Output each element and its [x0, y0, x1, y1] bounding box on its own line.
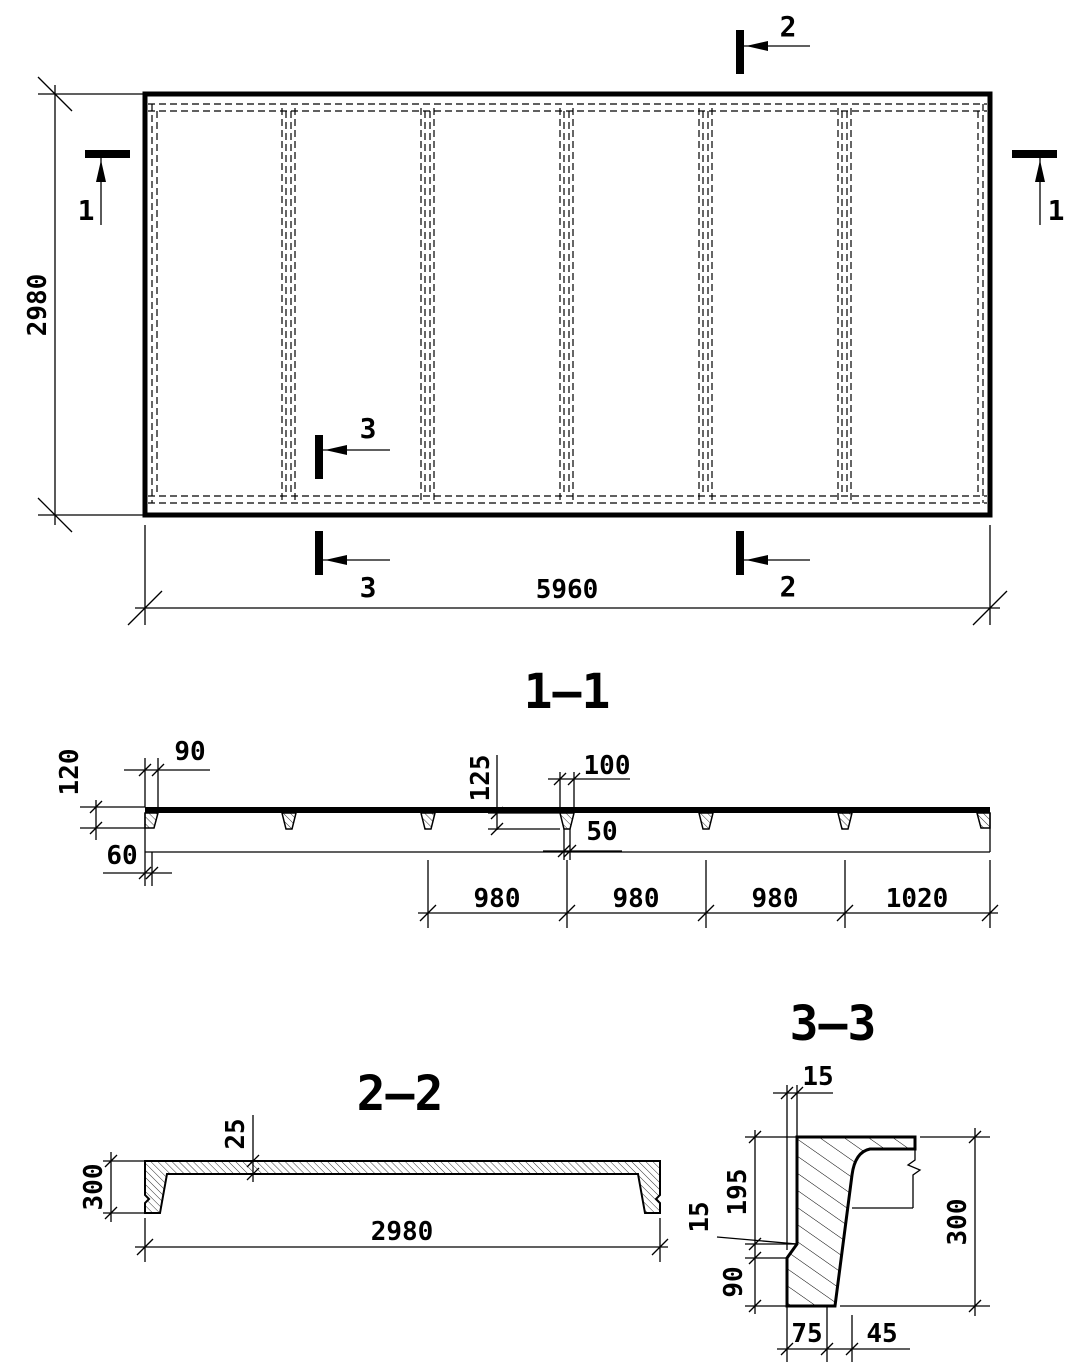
end-rib-right [976, 812, 991, 829]
cut-mark-3-bottom: 3 [315, 531, 390, 604]
dimension-label: 25 [221, 1118, 251, 1149]
plan-height-label: 2980 [23, 274, 53, 337]
section-3-3-title: 3–3 [790, 996, 877, 1052]
cut2-bottom-label: 2 [780, 570, 797, 603]
dim-3-3-90: 90 [719, 1256, 787, 1314]
dim-3-3-300: 300 [840, 1128, 990, 1316]
dimension-label: 50 [586, 817, 617, 847]
dimension-label: 980 [752, 884, 799, 914]
section-3-3-profile [785, 1135, 917, 1308]
dimension-label: 60 [106, 841, 137, 871]
dimension-label: 300 [943, 1199, 973, 1246]
plan-view: 2980 5960 1 1 2 [23, 10, 1064, 626]
dim-1-1-60: 60 [103, 841, 172, 886]
dim-1-1-spans: 980 980 980 1020 [418, 860, 999, 928]
dimension-label: 195 [723, 1169, 753, 1216]
dimension-label: 75 [791, 1319, 822, 1349]
dim-1-1-125: 125 [466, 755, 560, 836]
section-1-1-title: 1–1 [524, 664, 611, 720]
dimension-label: 125 [466, 755, 496, 802]
section-1-1-ribs [281, 812, 853, 830]
dim-plan-height: 2980 [23, 76, 145, 533]
cut3-bottom-label: 3 [360, 571, 377, 604]
dimension-label: 45 [866, 1319, 897, 1349]
plan-width-label: 5960 [536, 575, 599, 605]
dim-3-3-75-45: 75 45 [777, 1306, 910, 1362]
dim-2-2-25: 25 [221, 1115, 260, 1182]
section-1-1: 1–1 90 [55, 664, 999, 928]
rib-5 [837, 108, 852, 500]
dim-1-1-90: 90 [124, 737, 210, 813]
dimension-label: 980 [613, 884, 660, 914]
dim-1-1-100: 100 [548, 751, 630, 813]
dimension-label: 1020 [886, 884, 949, 914]
dim-2-2-2980: 2980 [135, 1217, 669, 1262]
section-2-2-profile [144, 1160, 661, 1214]
rib-2 [420, 108, 435, 500]
cut-mark-3-inner: 3 [315, 412, 390, 479]
slab-outline [142, 91, 993, 518]
dimension-label: 15 [685, 1201, 715, 1232]
transverse-ribs [281, 108, 852, 500]
dim-plan-width: 5960 [127, 525, 1008, 626]
dimension-label: 15 [802, 1062, 833, 1092]
section-2-2-title: 2–2 [357, 1066, 444, 1122]
cut1-right-label: 1 [1048, 194, 1065, 227]
cut-mark-1-right: 1 [1012, 150, 1064, 227]
end-rib-left [144, 812, 159, 829]
dimension-label: 90 [174, 737, 205, 767]
cut-mark-1-left: 1 [78, 150, 130, 227]
rib-1 [281, 108, 296, 500]
section-2-2: 2–2 25 300 2980 [79, 1066, 669, 1262]
rib-4 [698, 108, 713, 500]
dimension-label: 100 [584, 751, 631, 781]
dimension-label: 90 [719, 1266, 749, 1297]
rib-3 [559, 108, 574, 500]
section-3-3-break [906, 1149, 922, 1208]
cut1-left-label: 1 [78, 194, 95, 227]
dim-1-1-50: 50 [543, 817, 622, 860]
cut-mark-2-bottom: 2 [736, 531, 810, 603]
dimension-label: 980 [474, 884, 521, 914]
cut3-inner-label: 3 [360, 412, 377, 445]
section-1-1-slab [145, 807, 990, 813]
dim-3-3-195: 195 [723, 1130, 797, 1256]
cut-mark-2-top: 2 [736, 10, 810, 74]
hidden-contours [148, 103, 987, 504]
dim-3-3-15-top: 15 [773, 1062, 834, 1250]
dim-2-2-300: 300 [79, 1152, 145, 1222]
dim-1-1-120: 120 [55, 749, 145, 840]
section-3-3: 3–3 15 195 15 [685, 996, 990, 1362]
cut2-top-label: 2 [780, 10, 797, 43]
dimension-label: 120 [55, 749, 85, 796]
dim-3-3-15-left: 15 [685, 1201, 798, 1265]
dimension-label: 2980 [371, 1217, 434, 1247]
dimension-label: 300 [79, 1164, 109, 1211]
